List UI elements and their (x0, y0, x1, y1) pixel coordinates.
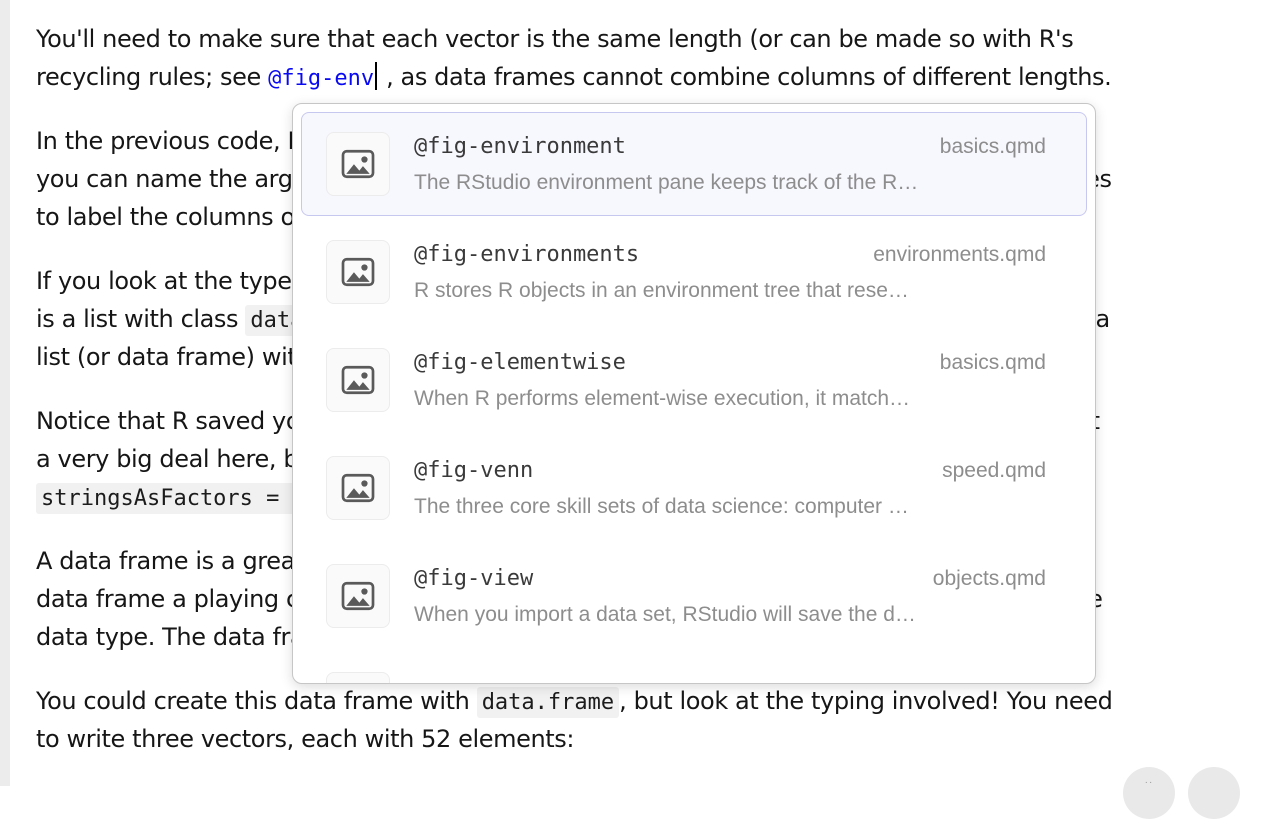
inline-code-span: data.frame (476, 687, 620, 718)
suggestion-label: @fig-environment (414, 133, 626, 159)
text-run: is a list with class (36, 305, 246, 333)
image-icon (341, 149, 375, 179)
text-line: to write three vectors, each with 52 ele… (36, 720, 1262, 758)
text-run: , but look at the typing involved! You n… (619, 687, 1113, 715)
text-cursor (375, 62, 378, 90)
image-icon-box (326, 240, 390, 304)
suggestion-label: @fig-view (414, 565, 534, 591)
suggestion-description: The three core skill sets of data scienc… (414, 494, 909, 518)
suggestion-title-row: @fig-environment basics.qmd (414, 133, 1046, 161)
text-run: You'll need to make sure that each vecto… (36, 25, 1074, 53)
suggestion-description: When R performs element-wise execution, … (414, 386, 911, 410)
image-icon (341, 365, 375, 395)
paragraph: You'll need to make sure that each vecto… (36, 20, 1262, 96)
text-line: You'll need to make sure that each vecto… (36, 20, 1262, 58)
image-icon (341, 581, 375, 611)
suggestion-description: R stores R objects in an environment tre… (414, 278, 909, 302)
suggestion-source-file: environments.qmd (873, 242, 1046, 266)
image-icon-box (326, 132, 390, 196)
text-line: You could create this data frame with da… (36, 682, 1262, 720)
image-icon-box (326, 456, 390, 520)
text-run: recycling rules; see (36, 63, 269, 91)
text-line: recycling rules; see @fig-env , as data f… (36, 58, 1262, 96)
image-icon-box (326, 564, 390, 628)
suggestion-source-file: basics.qmd (939, 350, 1046, 374)
suggestion-source-file: objects.qmd (932, 566, 1046, 590)
suggestion-title-row: @fig-environments environments.qmd (414, 241, 1046, 269)
image-icon-box (326, 348, 390, 412)
suggestion-label: @fig-venn (414, 457, 534, 483)
image-icon (341, 473, 375, 503)
paragraph: You could create this data frame with da… (36, 682, 1262, 758)
suggestion-description: When you import a data set, RStudio will… (414, 602, 916, 626)
suggestion-source-file: speed.qmd (942, 458, 1046, 482)
image-icon-box (326, 672, 390, 683)
text-run: to write three vectors, each with 52 ele… (36, 725, 575, 753)
suggestion-description: The RStudio environment pane keeps track… (414, 170, 919, 194)
crossref-token: @fig-env (268, 66, 375, 91)
crossref-suggestion-partial[interactable]: @fig- (301, 652, 1087, 683)
suggestion-source-file: basics.qmd (939, 134, 1046, 158)
suggestion-label: @fig-elementwise (414, 349, 626, 375)
floating-action-button-left[interactable]: ·· (1123, 767, 1175, 819)
suggestion-label: @fig-environments (414, 241, 640, 267)
image-icon (341, 257, 375, 287)
ellipsis-icon: ·· (1144, 777, 1154, 788)
text-run: , as data frames cannot combine columns … (386, 63, 1112, 91)
suggestion-title-row: @fig-elementwise basics.qmd (414, 349, 1046, 377)
text-run: You could create this data frame with (36, 687, 477, 715)
floating-action-button-right[interactable] (1188, 767, 1240, 819)
crossref-suggestion[interactable]: @fig-environments environments.qmd R store… (301, 220, 1087, 324)
suggestion-title-row: @fig-view objects.qmd (414, 565, 1046, 593)
page-left-margin-strip (0, 0, 10, 786)
suggestion-text: @fig-environments environments.qmd R store… (414, 241, 1046, 304)
suggestion-title-row: @fig-venn speed.qmd (414, 457, 1046, 485)
